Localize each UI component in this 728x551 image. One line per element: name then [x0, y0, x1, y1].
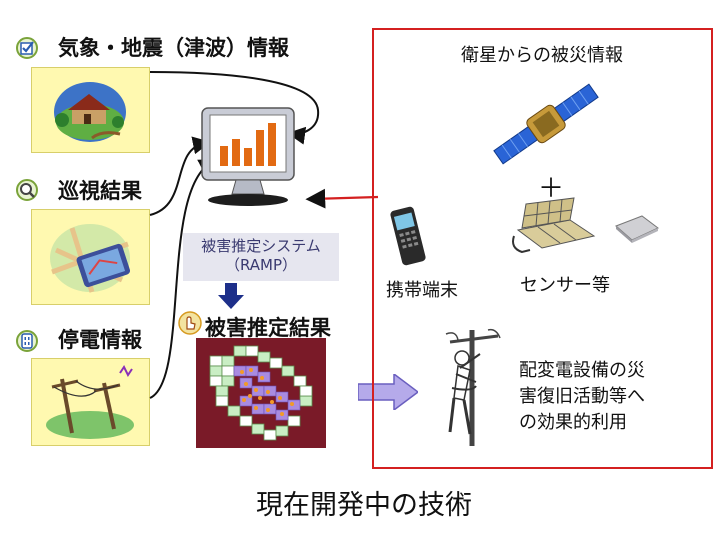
- weather-quake-label: 気象・地震（津波）情報: [58, 36, 289, 60]
- damage-estimate-map: [196, 338, 326, 448]
- sensor-label: センサー等: [520, 275, 610, 296]
- usage-line-2: 害復旧活動等へ: [519, 386, 645, 407]
- map-device-picture: [31, 209, 150, 305]
- mobile-terminal-icon: [384, 202, 432, 270]
- line-worker-icon: [436, 328, 508, 448]
- usage-text: 配変電設備の災 害復旧活動等へ の効果的利用: [519, 358, 645, 436]
- usage-line-1: 配変電設備の災: [519, 360, 645, 381]
- patrol-result-label: 巡視結果: [58, 179, 142, 203]
- usage-line-3: の効果的利用: [519, 412, 627, 433]
- plus-sign: ＋: [538, 174, 565, 204]
- future-tech-panel: [372, 28, 713, 469]
- mobile-terminal-label: 携帯端末: [386, 280, 458, 301]
- monitor-chart-icon: [198, 106, 298, 208]
- hand-pointer-icon: [178, 311, 202, 335]
- sensor-device-icon: [508, 196, 604, 260]
- result-label: 被害推定結果: [205, 316, 331, 340]
- outlet-icon: [16, 330, 38, 352]
- power-pole-picture: [31, 358, 150, 446]
- village-picture: [31, 67, 150, 153]
- checkbox-icon: [16, 37, 38, 59]
- sensor-chip-icon: [612, 212, 660, 244]
- right-arrow-icon: [357, 372, 420, 412]
- system-name: 被害推定システム: [201, 237, 321, 255]
- system-abbr: （RAMP）: [224, 256, 298, 274]
- satellite-label: 衛星からの被災情報: [461, 45, 623, 66]
- satellite-icon: [486, 74, 606, 174]
- outage-info-label: 停電情報: [58, 328, 142, 352]
- down-arrow-icon: [218, 283, 244, 309]
- system-box: 被害推定システム （RAMP）: [183, 233, 339, 281]
- figure-caption: 現在開発中の技術: [256, 490, 472, 521]
- magnifier-icon: [16, 179, 38, 201]
